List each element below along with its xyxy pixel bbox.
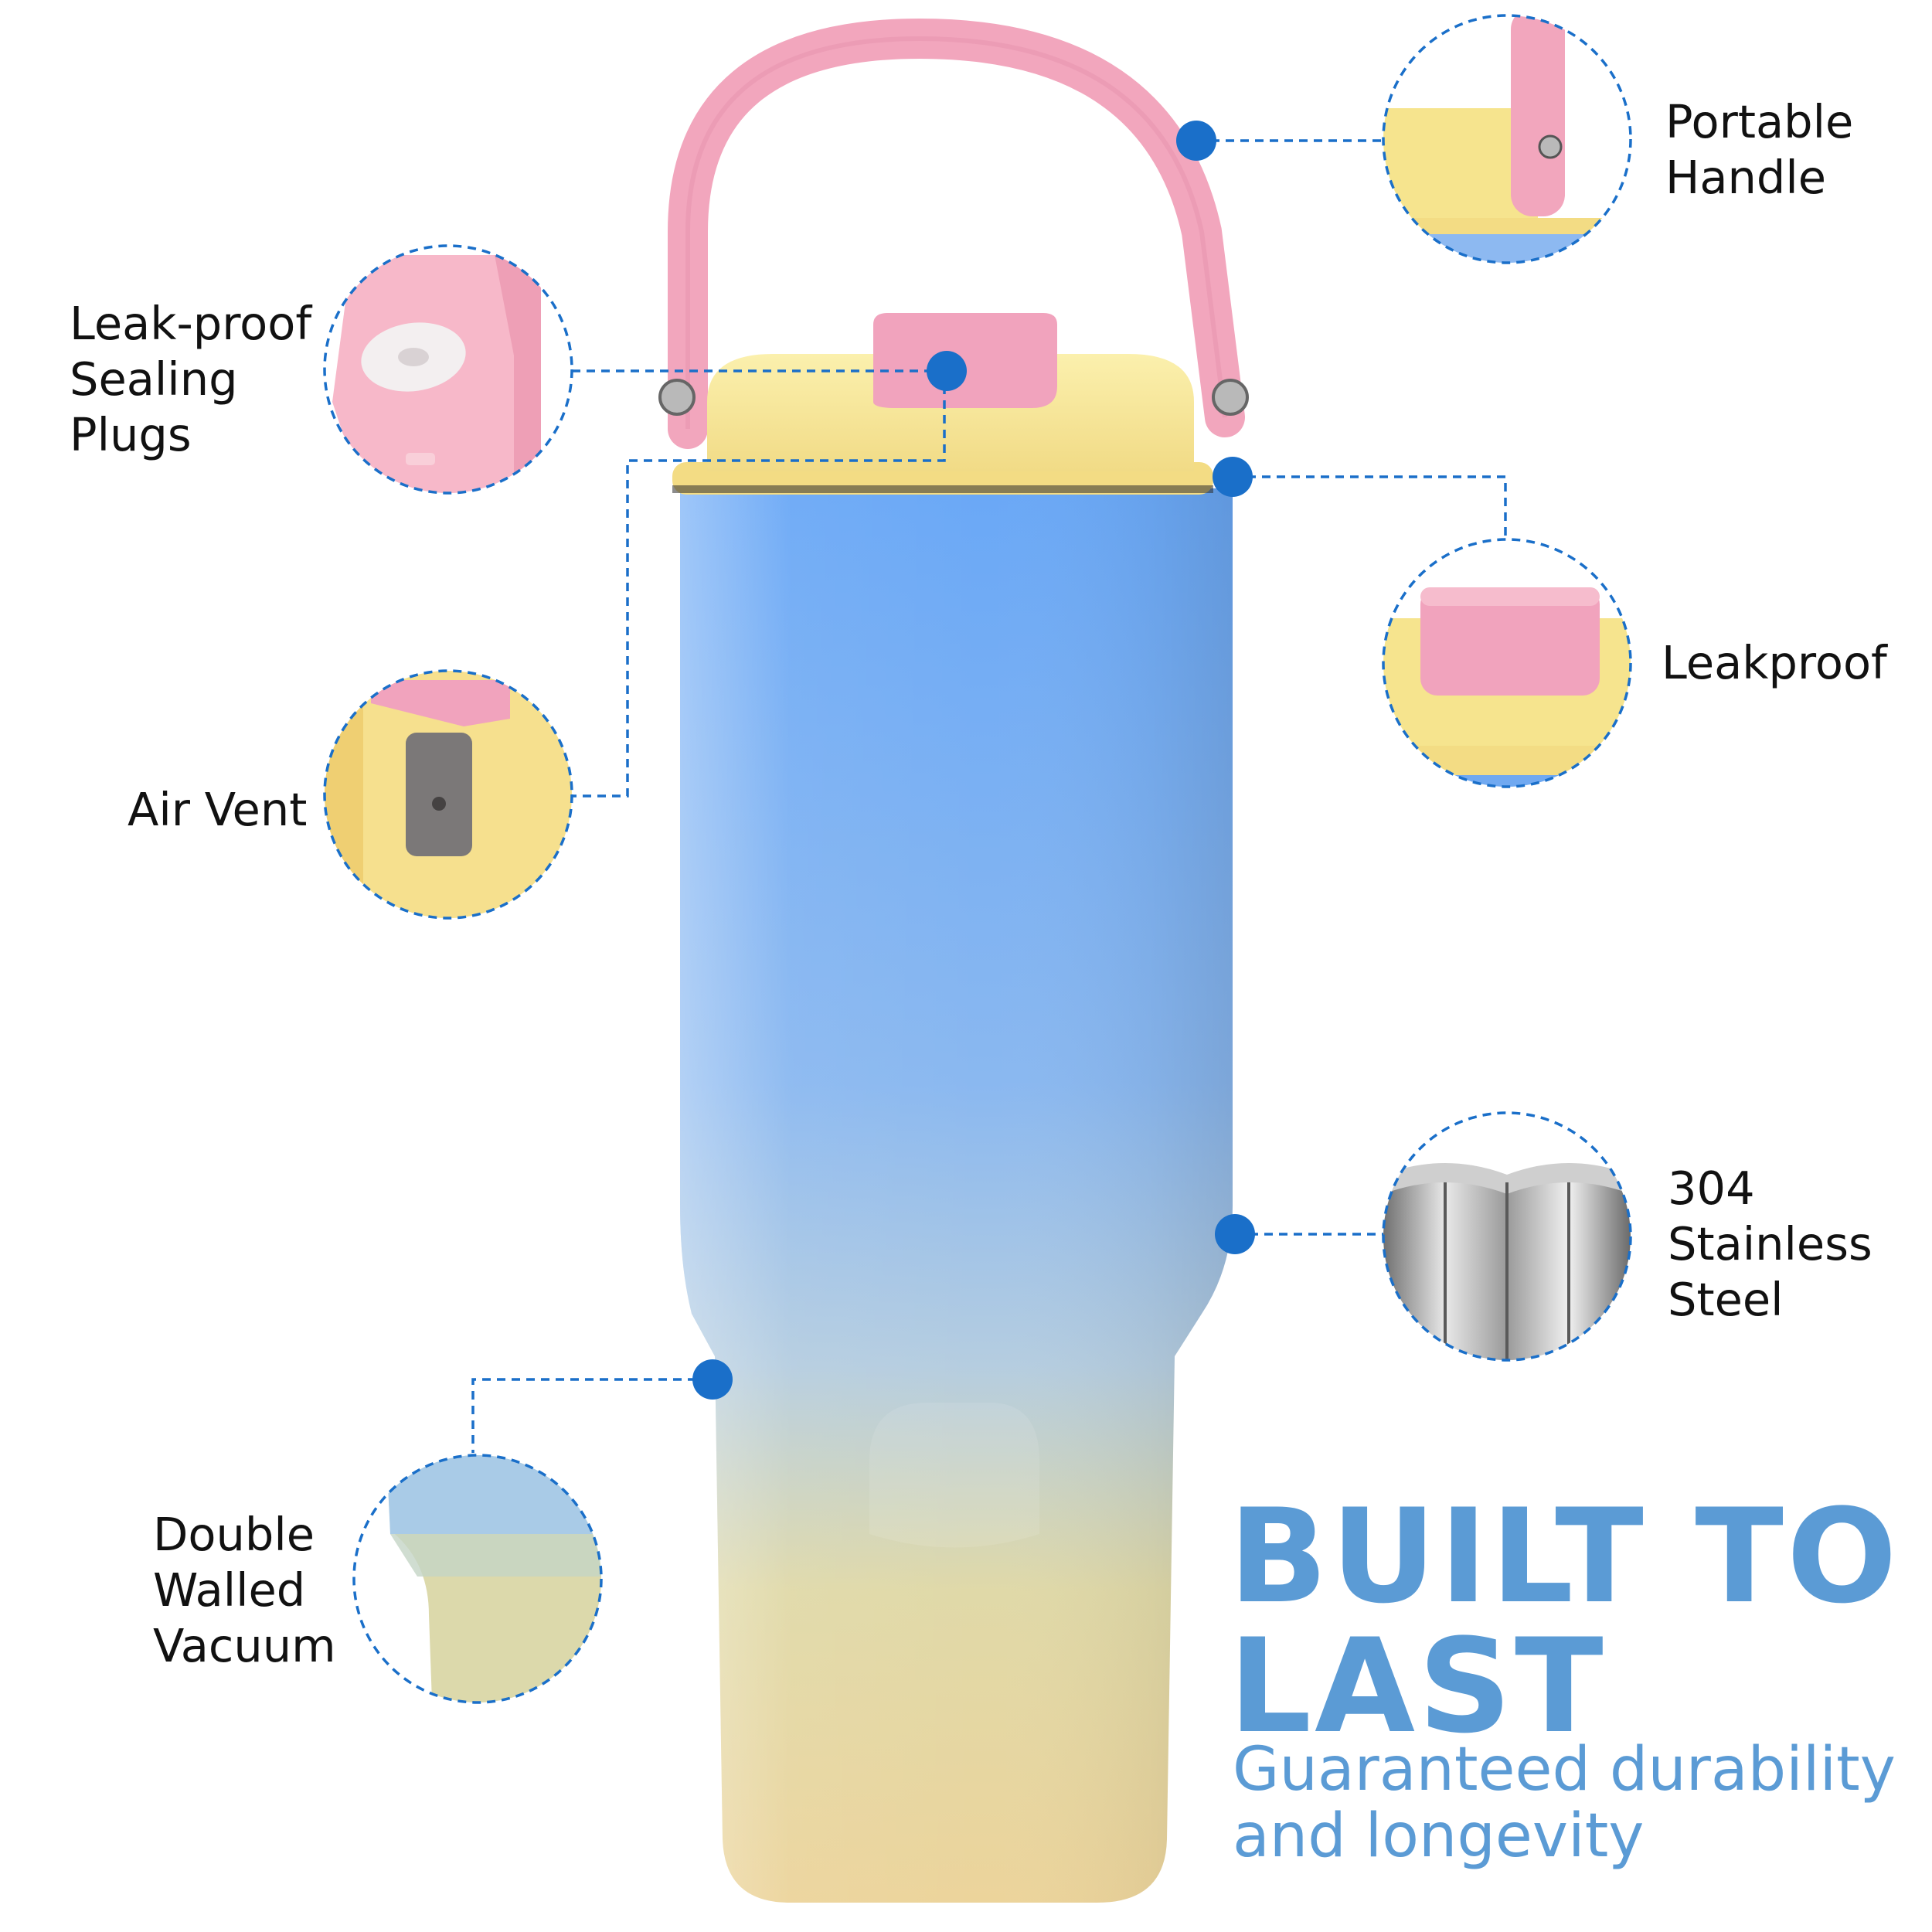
lid [707, 354, 1194, 471]
detail-portable-handle [1382, 14, 1632, 264]
tagline: Guaranteed durability and longevity [1233, 1735, 1896, 1871]
detail-stainless-steel [1382, 1111, 1632, 1362]
callout-dots [692, 121, 1255, 1400]
handle-rivet-left [658, 379, 696, 416]
headline: BUILT TO LAST [1229, 1481, 1900, 1762]
feature-label-double-walled-vacuum: Double Walled Vacuum [153, 1508, 336, 1672]
tumbler [658, 18, 1249, 1903]
tumbler-handle [668, 18, 1245, 449]
callout-connectors [471, 139, 1507, 1453]
detail-air-vent [323, 669, 573, 920]
feature-label-portable-handle: Portable Handle [1665, 95, 1854, 204]
detail-sealing-plugs [323, 244, 573, 495]
detail-leakproof [1382, 538, 1632, 788]
feature-label-stainless-steel: 304 Stainless Steel [1668, 1162, 1872, 1326]
lid-stopper [873, 313, 1057, 408]
feature-label-leakproof: Leakproof [1662, 636, 1887, 689]
body-reflection [869, 1403, 1039, 1548]
handle-rivet-right [1212, 379, 1249, 416]
detail-double-walled [352, 1454, 603, 1704]
feature-label-air-vent: Air Vent [128, 783, 308, 836]
feature-label-sealing-plugs: Leak-proof Sealing Plugs [70, 297, 312, 461]
